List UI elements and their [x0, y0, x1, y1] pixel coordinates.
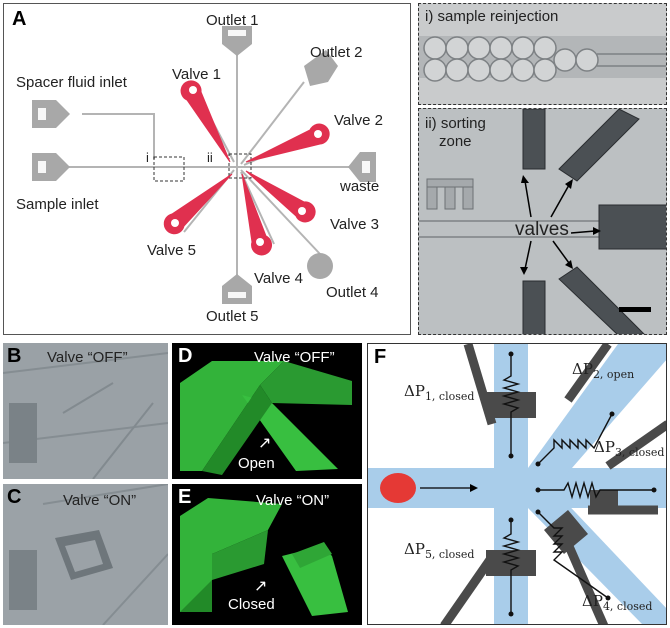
panel-d-letter: D: [178, 345, 193, 367]
reinjection-caption: i) sample reinjection: [425, 8, 559, 25]
panel-d-state: Open: [238, 455, 275, 472]
panel-f-letter: F: [374, 346, 387, 368]
outlet-4-label: Outlet 4: [326, 284, 379, 301]
panel-d-render: D Valve “OFF” ↗ Open: [172, 343, 362, 479]
sorting-zone-image: [419, 109, 666, 334]
droplet: [380, 473, 416, 503]
panel-e-letter: E: [178, 486, 192, 508]
panel-b-photo: B Valve “OFF”: [3, 343, 168, 479]
valve-closed-render: [180, 498, 348, 616]
dp1-label: ΔP1, closed: [404, 382, 475, 403]
box-i-outline: [153, 156, 185, 182]
valve-1-loop: [180, 80, 231, 163]
valve-2-loop: [245, 123, 330, 163]
sorting-caption-line2: zone: [439, 133, 472, 150]
panel-c-label: Valve “ON”: [63, 492, 137, 509]
panel-d-label: Valve “OFF”: [254, 349, 335, 366]
outlet-2-port: [304, 50, 338, 86]
box-ii-outline: [228, 153, 252, 179]
valve-4-loop: [241, 173, 273, 256]
panel-a-letter: A: [12, 8, 27, 30]
valve-5-loop: [163, 173, 233, 235]
panel-a-schematic: A Outlet 1 Outlet 2 Valve 1 Valve 2 Spac…: [3, 3, 411, 335]
box-i-label: i: [146, 150, 149, 165]
valve-loops: [163, 80, 330, 256]
valve-blocks: [522, 109, 666, 334]
valve-1-label: Valve 1: [172, 66, 221, 83]
waste-label: waste: [340, 178, 380, 195]
outlet-4-port: [307, 253, 333, 279]
panel-e-render: E Valve “ON” ↗ Closed: [172, 484, 362, 625]
chip-schematic: [32, 26, 376, 304]
panel-e-state: Closed: [228, 596, 275, 613]
panel-c-letter: C: [7, 486, 22, 508]
closed-arrow: ↗: [254, 578, 268, 595]
dp5-label: ΔP5, closed: [404, 540, 475, 561]
open-arrow: ↗: [258, 435, 272, 452]
panel-c-photo: C Valve “ON”: [3, 484, 168, 625]
valve-open-render: [180, 361, 352, 475]
panel-f-circuit: F ΔP1, closed ΔP2, open ΔP3, closed ΔP5,…: [367, 343, 667, 625]
box-ii-label: ii: [207, 150, 213, 165]
spacer-inlet-label: Spacer fluid inlet: [16, 74, 127, 91]
valve-on-photo: [9, 484, 168, 625]
valve-4-label: Valve 4: [254, 270, 303, 287]
dp2-label: ΔP2, open: [572, 360, 635, 381]
outlet-1-label: Outlet 1: [206, 12, 259, 29]
valve-off-photo: [3, 352, 168, 479]
resistors: [501, 354, 654, 614]
dp4-label: ΔP4, closed: [582, 592, 653, 613]
scale-bar: [619, 307, 651, 312]
resistor-network: [368, 344, 666, 624]
panel-b-label: Valve “OFF”: [47, 349, 128, 366]
sorting-caption-line1: ii) sorting: [425, 115, 486, 132]
valve-3-label: Valve 3: [330, 216, 379, 233]
sample-inlet-label: Sample inlet: [16, 196, 99, 213]
outlet-2-label: Outlet 2: [310, 44, 363, 61]
outlet-5-label: Outlet 5: [206, 308, 259, 325]
panel-e-label: Valve “ON”: [256, 492, 330, 509]
valves-label: valves: [515, 219, 569, 240]
sample-inlet-port: [32, 153, 70, 181]
valve-2-label: Valve 2: [334, 112, 383, 129]
reinjection-image: [419, 36, 666, 82]
valve-3-loop: [245, 170, 316, 223]
panel-b-letter: B: [7, 345, 22, 367]
micrograph-sample-reinjection: i) sample reinjection: [418, 3, 667, 105]
valve-5-label: Valve 5: [147, 242, 196, 259]
outlet-5-port: [222, 274, 252, 304]
spacer-inlet-port: [32, 100, 70, 128]
dp3-label: ΔP3, closed: [594, 438, 665, 459]
flow-arrow: [420, 484, 478, 492]
micrograph-sorting-zone: ii) sorting zone valves: [418, 108, 667, 335]
